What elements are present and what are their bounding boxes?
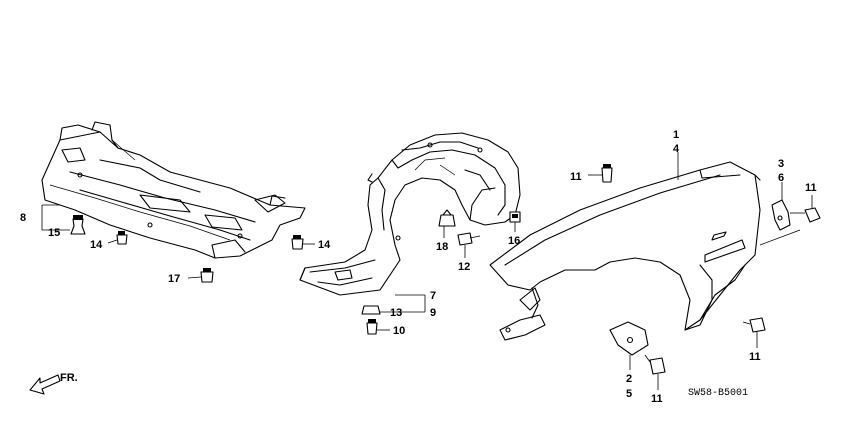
bracket-2-5 (609, 321, 649, 356)
callout-14-left: 14 (90, 239, 103, 251)
callout-6: 6 (778, 172, 784, 184)
callout-1: 1 (673, 129, 679, 141)
callout-11-right: 11 (805, 182, 817, 194)
clip-18 (438, 209, 456, 227)
screw-12 (457, 232, 481, 246)
clip-14-left (116, 231, 128, 245)
callout-8: 8 (20, 212, 26, 224)
clip-15 (70, 215, 86, 235)
callout-11-bottom: 11 (651, 393, 663, 405)
callout-3: 3 (778, 158, 784, 170)
inner-fender-part (299, 132, 521, 296)
callout-12: 12 (458, 261, 470, 273)
direction-label: FR. (60, 372, 78, 384)
clip-14-right (291, 235, 304, 250)
bolt-11-top (601, 164, 613, 183)
bolt-11-bot-right (742, 317, 766, 333)
front-direction-arrow: FR. (29, 372, 78, 395)
callout-11-top: 11 (570, 171, 582, 183)
callout-2: 2 (626, 373, 632, 385)
bracket-3-6 (771, 199, 791, 231)
diagram-code: SW58-B5001 (688, 388, 748, 399)
callout-5: 5 (626, 388, 632, 400)
clip-13 (361, 305, 381, 315)
callout-4: 4 (673, 143, 680, 155)
callout-13: 13 (390, 307, 402, 319)
bolt-11-right (790, 207, 821, 223)
bolt-11-bottom (644, 354, 666, 375)
callout-14-right: 14 (318, 239, 331, 251)
callout-17: 17 (168, 273, 180, 285)
callout-7: 7 (430, 290, 436, 302)
callout-10: 10 (393, 325, 405, 337)
callout-16: 16 (508, 235, 520, 247)
leader-lines (41, 152, 813, 390)
clip-16 (509, 211, 521, 223)
clip-17 (200, 268, 214, 283)
screw-10 (366, 319, 378, 335)
callout-11-bot-right: 11 (749, 351, 761, 363)
callout-9: 9 (430, 307, 436, 319)
under-cover-part (41, 121, 306, 259)
callout-18: 18 (436, 241, 448, 253)
callout-labels: 8 15 14 14 17 7 9 13 10 18 12 16 1 4 11 … (20, 129, 817, 405)
front-fender-part (489, 161, 761, 341)
callout-15: 15 (48, 227, 60, 239)
